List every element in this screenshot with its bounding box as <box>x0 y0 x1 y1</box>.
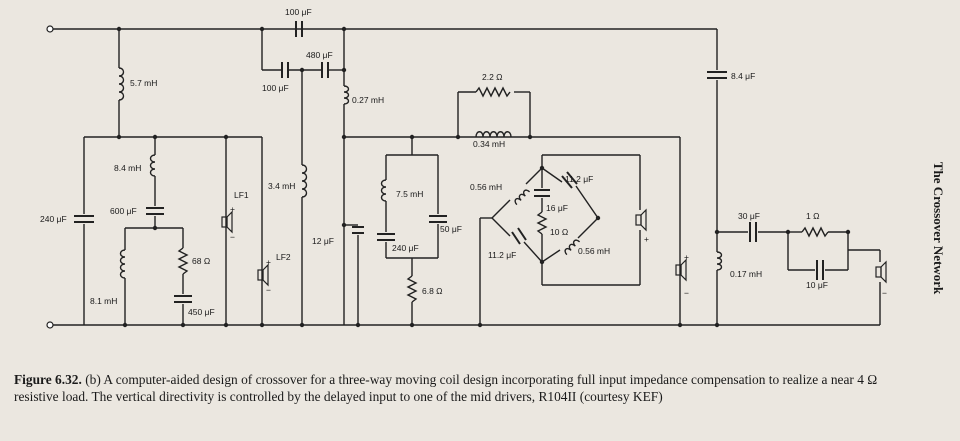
caption-text: (b) A computer-aided design of crossover… <box>14 372 878 404</box>
label-c-30: 30 μF <box>738 211 760 221</box>
resistor-2-2ohm <box>475 86 511 98</box>
compensation-network <box>377 137 447 325</box>
inductor-0-34mh <box>475 131 512 138</box>
input-terminal-negative <box>46 321 54 329</box>
label-lf2: LF2 <box>276 252 291 262</box>
inductor-0-17mh <box>716 251 723 271</box>
super-tweeter-speaker-icon <box>875 261 887 283</box>
bass-section <box>74 136 269 325</box>
label-c-50: 50 μF <box>440 224 462 234</box>
inductor-7-5mh <box>380 179 387 202</box>
junction-dots <box>116 26 851 328</box>
input-rails <box>46 25 880 329</box>
label-l-056a: 0.56 mH <box>470 182 502 192</box>
label-l-027: 0.27 mH <box>352 95 384 105</box>
label-c-112b: 11.2 μF <box>488 250 516 260</box>
inductor-3-4mh <box>301 164 308 198</box>
label-c-450: 450 μF <box>188 307 215 317</box>
lf1-speaker-icon <box>221 211 233 233</box>
label-l-84: 8.4 mH <box>114 163 141 173</box>
label-c-top: 100 μF <box>285 7 312 17</box>
inductor-0-56mh-a <box>514 189 531 206</box>
svg-text:−: − <box>882 288 887 298</box>
label-lf1: LF1 <box>234 190 249 200</box>
svg-text:−: − <box>684 288 689 298</box>
label-c-112a: 11.2 μF <box>565 174 593 184</box>
label-c-100b: 100 μF <box>262 83 289 93</box>
input-terminal-positive <box>46 25 54 33</box>
mid-speaker-icon <box>635 209 647 231</box>
label-c-10: 10 μF <box>806 280 828 290</box>
polarity-marks: + − + − + − + − <box>230 204 887 298</box>
label-l-57: 5.7 mH <box>130 78 157 88</box>
top-capacitor-network <box>261 21 345 165</box>
svg-text:−: − <box>266 285 271 295</box>
label-c-16: 16 μF <box>546 203 568 213</box>
mid-bridge-network <box>479 154 647 325</box>
label-l-034: 0.34 mH <box>473 139 505 149</box>
running-head: The Crossover Network <box>931 161 946 295</box>
label-l-75: 7.5 mH <box>396 189 423 199</box>
label-r-68b: 6.8 Ω <box>422 286 443 296</box>
svg-text:+: + <box>266 257 271 267</box>
label-c-600: 600 μF <box>110 206 137 216</box>
tweeter-speaker-icon <box>675 259 687 281</box>
label-r-22: 2.2 Ω <box>482 72 503 82</box>
label-l-34: 3.4 mH <box>268 181 295 191</box>
svg-text:−: − <box>230 232 235 242</box>
label-r-68: 68 Ω <box>192 256 210 266</box>
inductor-8-4mh <box>149 154 156 177</box>
lf2-speaker-icon <box>257 264 269 286</box>
figure-number: Figure 6.32. <box>14 372 82 387</box>
resistor-6-8ohm <box>406 275 418 303</box>
inductor-5-7mh <box>118 67 125 101</box>
series-rl-network <box>457 86 531 138</box>
label-c-240b: 240 μF <box>392 243 419 253</box>
label-l-056b: 0.56 mH <box>578 246 610 256</box>
figure-caption: Figure 6.32. (b) A computer-aided design… <box>14 371 914 405</box>
label-r-1: 1 Ω <box>806 211 819 221</box>
label-c-12: 12 μF <box>312 236 334 246</box>
label-l-017: 0.17 mH <box>730 269 762 279</box>
label-c-84: 8.4 μF <box>731 71 755 81</box>
inductor-0-27mh <box>343 85 350 105</box>
resistor-10ohm <box>536 211 548 235</box>
svg-text:+: + <box>230 204 235 214</box>
label-c-240a: 240 μF <box>40 214 67 224</box>
label-c-480: 480 μF <box>306 50 333 60</box>
tweeter-section <box>707 71 887 325</box>
inductor-0-56mh-b <box>564 239 581 256</box>
resistor-68ohm <box>177 247 189 275</box>
component-labels: 100 μF 480 μF 100 μF 5.7 mH 0.27 mH 2.2 … <box>40 7 828 317</box>
label-l-81: 8.1 mH <box>90 296 117 306</box>
inductor-8-1mh <box>119 249 126 279</box>
label-r-10: 10 Ω <box>550 227 568 237</box>
svg-text:+: + <box>644 234 649 244</box>
svg-text:+: + <box>684 252 689 262</box>
resistor-1ohm <box>801 226 829 238</box>
